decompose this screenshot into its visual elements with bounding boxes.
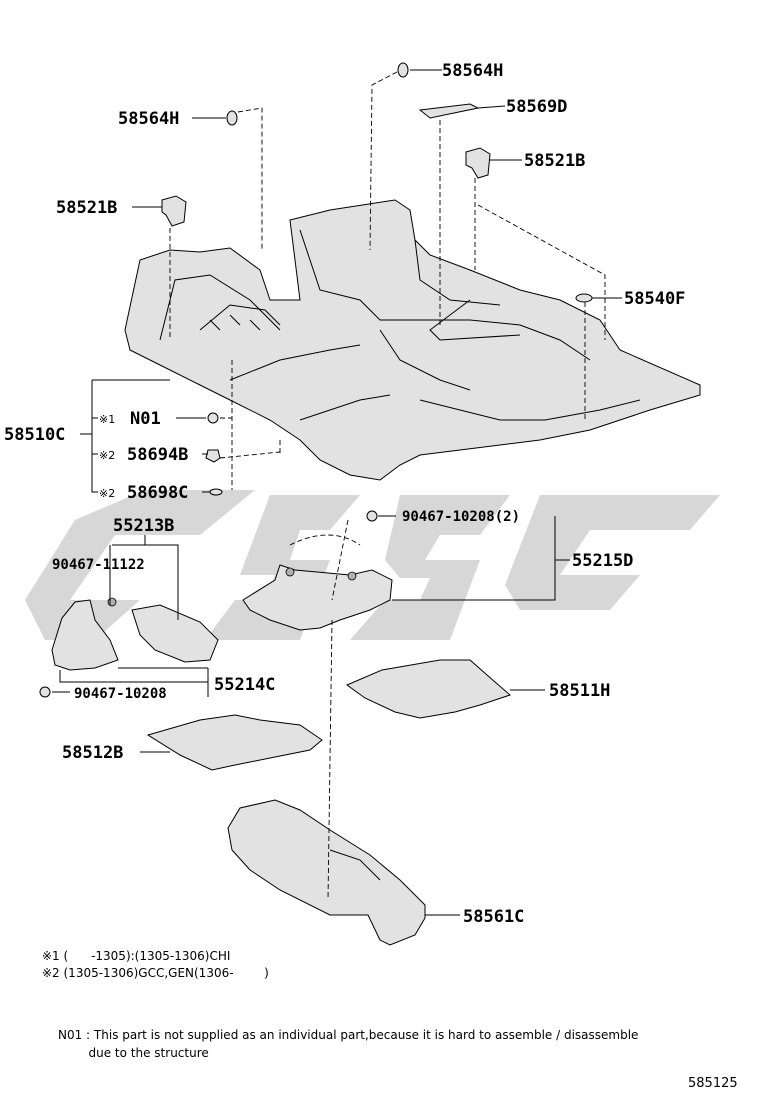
cover-58569D <box>418 103 480 119</box>
mark-2b: ※2 <box>99 487 115 500</box>
stud-58694B <box>205 449 221 463</box>
bracket-55213B <box>131 604 219 663</box>
footnote-2: ※2 (1305-1306)GCC,GEN(1306- ) <box>42 966 269 980</box>
label-58521B-left: 58521B <box>56 198 117 218</box>
label-58569D: 58569D <box>506 97 567 117</box>
label-58511H: 58511H <box>549 681 610 701</box>
label-58512B: 58512B <box>62 743 123 763</box>
label-55214C: 55214C <box>214 675 275 695</box>
label-58521B-right: 58521B <box>524 151 585 171</box>
bolt-90467-10208 <box>39 686 51 698</box>
mat-58511H <box>345 659 511 719</box>
label-90467-10208-2: 90467-10208(2) <box>402 509 520 525</box>
label-58564H-top: 58564H <box>442 61 503 81</box>
n01-note-line2: due to the structure <box>58 1046 209 1060</box>
clip-58564H-top <box>397 62 409 78</box>
label-55215D: 55215D <box>572 551 633 571</box>
bracket-58521B-left <box>161 195 187 227</box>
bolt-90467-10208-2 <box>366 510 378 522</box>
label-N01: N01 <box>130 409 161 429</box>
footnote-1: ※1 ( -1305):(1305-1306)CHI <box>42 949 231 963</box>
diagram-reference-code: 585125 <box>688 1076 738 1091</box>
bracket-58521B-right <box>465 147 491 179</box>
washer-58698C <box>209 488 223 496</box>
tray-55215D <box>242 564 393 631</box>
dashed-guides <box>169 71 606 901</box>
mark-1: ※1 <box>99 413 115 426</box>
clip-58564H-left <box>226 110 238 126</box>
nut-N01 <box>207 412 219 424</box>
label-58564H-left: 58564H <box>118 109 179 129</box>
mark-2a: ※2 <box>99 449 115 462</box>
label-58510C: 58510C <box>4 425 65 445</box>
leader-lines <box>52 69 622 916</box>
label-58694B: 58694B <box>127 445 188 465</box>
label-55213B: 55213B <box>113 516 174 536</box>
floor-carpet-58510C <box>124 199 701 481</box>
tunnel-cover-58561C <box>227 799 426 946</box>
mat-58512B <box>146 714 323 771</box>
label-58561C: 58561C <box>463 907 524 927</box>
plug-58540F <box>575 293 593 303</box>
label-58698C: 58698C <box>127 483 188 503</box>
label-58540F: 58540F <box>624 289 685 309</box>
n01-note-line1: N01 : This part is not supplied as an in… <box>58 1028 639 1042</box>
label-90467-11122: 90467-11122 <box>52 557 145 573</box>
plate-55214C <box>51 597 119 671</box>
label-90467-10208: 90467-10208 <box>74 686 167 702</box>
